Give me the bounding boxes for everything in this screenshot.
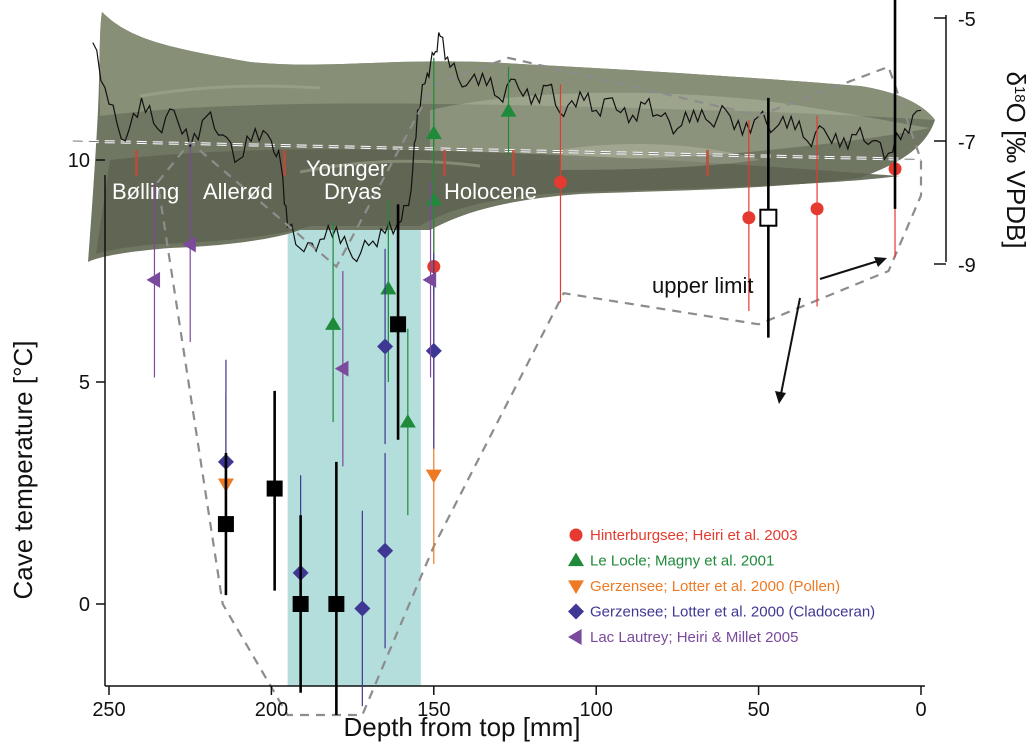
legend-label-4: Gerzensee; Lotter et al. 2000 (Cladocera… [590, 604, 875, 621]
data-point-5-2 [182, 236, 196, 253]
y-tick-label-10: 10 [68, 150, 90, 172]
data-point-2-1 [325, 316, 342, 330]
data-point-2-3 [399, 413, 416, 428]
data-point-4-5 [377, 338, 394, 355]
legend: Hinterburgsee; Heiri et al. 2003 Le Locle… [568, 527, 875, 646]
secondary-axis-title: δ18O [‰ VPDB] [1001, 71, 1031, 248]
data-point-2-2 [380, 280, 397, 295]
upper-limit-arrow-to-top [819, 260, 879, 280]
period-label-bolling: Bølling [112, 179, 179, 204]
data-point-1-2 [553, 175, 567, 189]
data-point-6-1 [217, 516, 234, 533]
y-ticks: 051015 [68, 150, 105, 616]
data-point-5-4 [422, 271, 437, 288]
upper-limit-arrowhead-bottom [775, 391, 786, 404]
legend-label-5: Lac Lautrey; Heiri & Millet 2005 [590, 629, 798, 646]
sample-mark-5 [706, 150, 709, 176]
series-6 [217, 204, 407, 715]
legend-marker-2 [568, 552, 584, 567]
period-label-dryas: Dryas [324, 179, 381, 204]
x-tick-label-100: 100 [580, 699, 613, 721]
upper-limit-annotation: upper limit [652, 257, 887, 404]
x-tick-label-50: 50 [747, 699, 769, 721]
y-axis-title: Cave temperature [°C] [8, 341, 38, 600]
period-label-younger: Younger [306, 156, 387, 181]
series-5 [146, 146, 437, 467]
data-point-2-4 [425, 191, 442, 206]
data-point-5-3 [334, 360, 349, 377]
upper-limit-arrow-to-bottom [780, 297, 801, 395]
x-tick-label-0: 0 [915, 699, 926, 721]
legend-label-1: Hinterburgsee; Heiri et al. 2003 [590, 527, 798, 544]
y-tick-label-0: 0 [79, 594, 90, 616]
data-point-2-6 [500, 103, 517, 117]
x-tick-label-250: 250 [92, 699, 125, 721]
data-point-4-4 [377, 542, 394, 559]
axes [104, 15, 947, 687]
data-series [146, 0, 902, 715]
data-point-7-1 [759, 208, 778, 227]
data-point-6-3 [292, 596, 309, 612]
data-point-4-6 [425, 342, 442, 359]
secondary-axis-ticks: -5 -7 -9 [934, 9, 976, 277]
legend-marker-1 [569, 528, 583, 542]
series-2 [325, 57, 517, 516]
d18o-record-line [92, 32, 922, 263]
legend-label-3: Gerzensee; Lotter et al. 2000 (Pollen) [590, 578, 840, 595]
data-point-3-2 [425, 469, 442, 484]
period-label-holocene: Holocene [444, 179, 537, 204]
data-point-2-5 [425, 125, 442, 139]
data-point-1-4 [810, 202, 824, 216]
data-point-6-5 [390, 316, 407, 333]
data-point-5-1 [146, 271, 161, 288]
secondary-tick-label--5: -5 [958, 9, 976, 31]
legend-marker-5 [568, 629, 582, 645]
x-tick-label-200: 200 [255, 699, 288, 721]
stalagmite-sample-marks [135, 150, 709, 176]
legend-marker-4 [568, 603, 584, 620]
series-7 [759, 0, 897, 338]
x-axis-title: Depth from top [mm] [344, 712, 581, 742]
d18o-mean-line-dark [72, 140, 922, 160]
data-point-6-2 [266, 480, 283, 497]
upper-limit-label: upper limit [652, 273, 753, 298]
sample-mark-2 [283, 150, 286, 176]
younger-dryas-shaded-band [287, 229, 421, 686]
data-point-4-3 [354, 600, 371, 617]
sample-mark-1 [135, 150, 138, 176]
upper-limit-arrowhead-top [874, 257, 887, 267]
secondary-tick-label--9: -9 [958, 255, 976, 277]
y-tick-label-5: 5 [79, 372, 90, 394]
data-point-6-4 [328, 596, 345, 612]
x-tick-label-150: 150 [417, 699, 450, 721]
period-label-allerod: Allerød [203, 179, 273, 204]
x-ticks: 250 200 150 100 50 0 [92, 686, 927, 721]
secondary-tick-label--7: -7 [958, 132, 976, 154]
legend-marker-3 [568, 580, 584, 594]
legend-label-2: Le Locle; Magny et al. 2001 [590, 553, 774, 570]
stalagmite-photo [88, 12, 936, 262]
sample-mark-3 [443, 150, 446, 176]
sample-mark-4 [512, 150, 515, 176]
data-point-1-3 [742, 211, 756, 225]
